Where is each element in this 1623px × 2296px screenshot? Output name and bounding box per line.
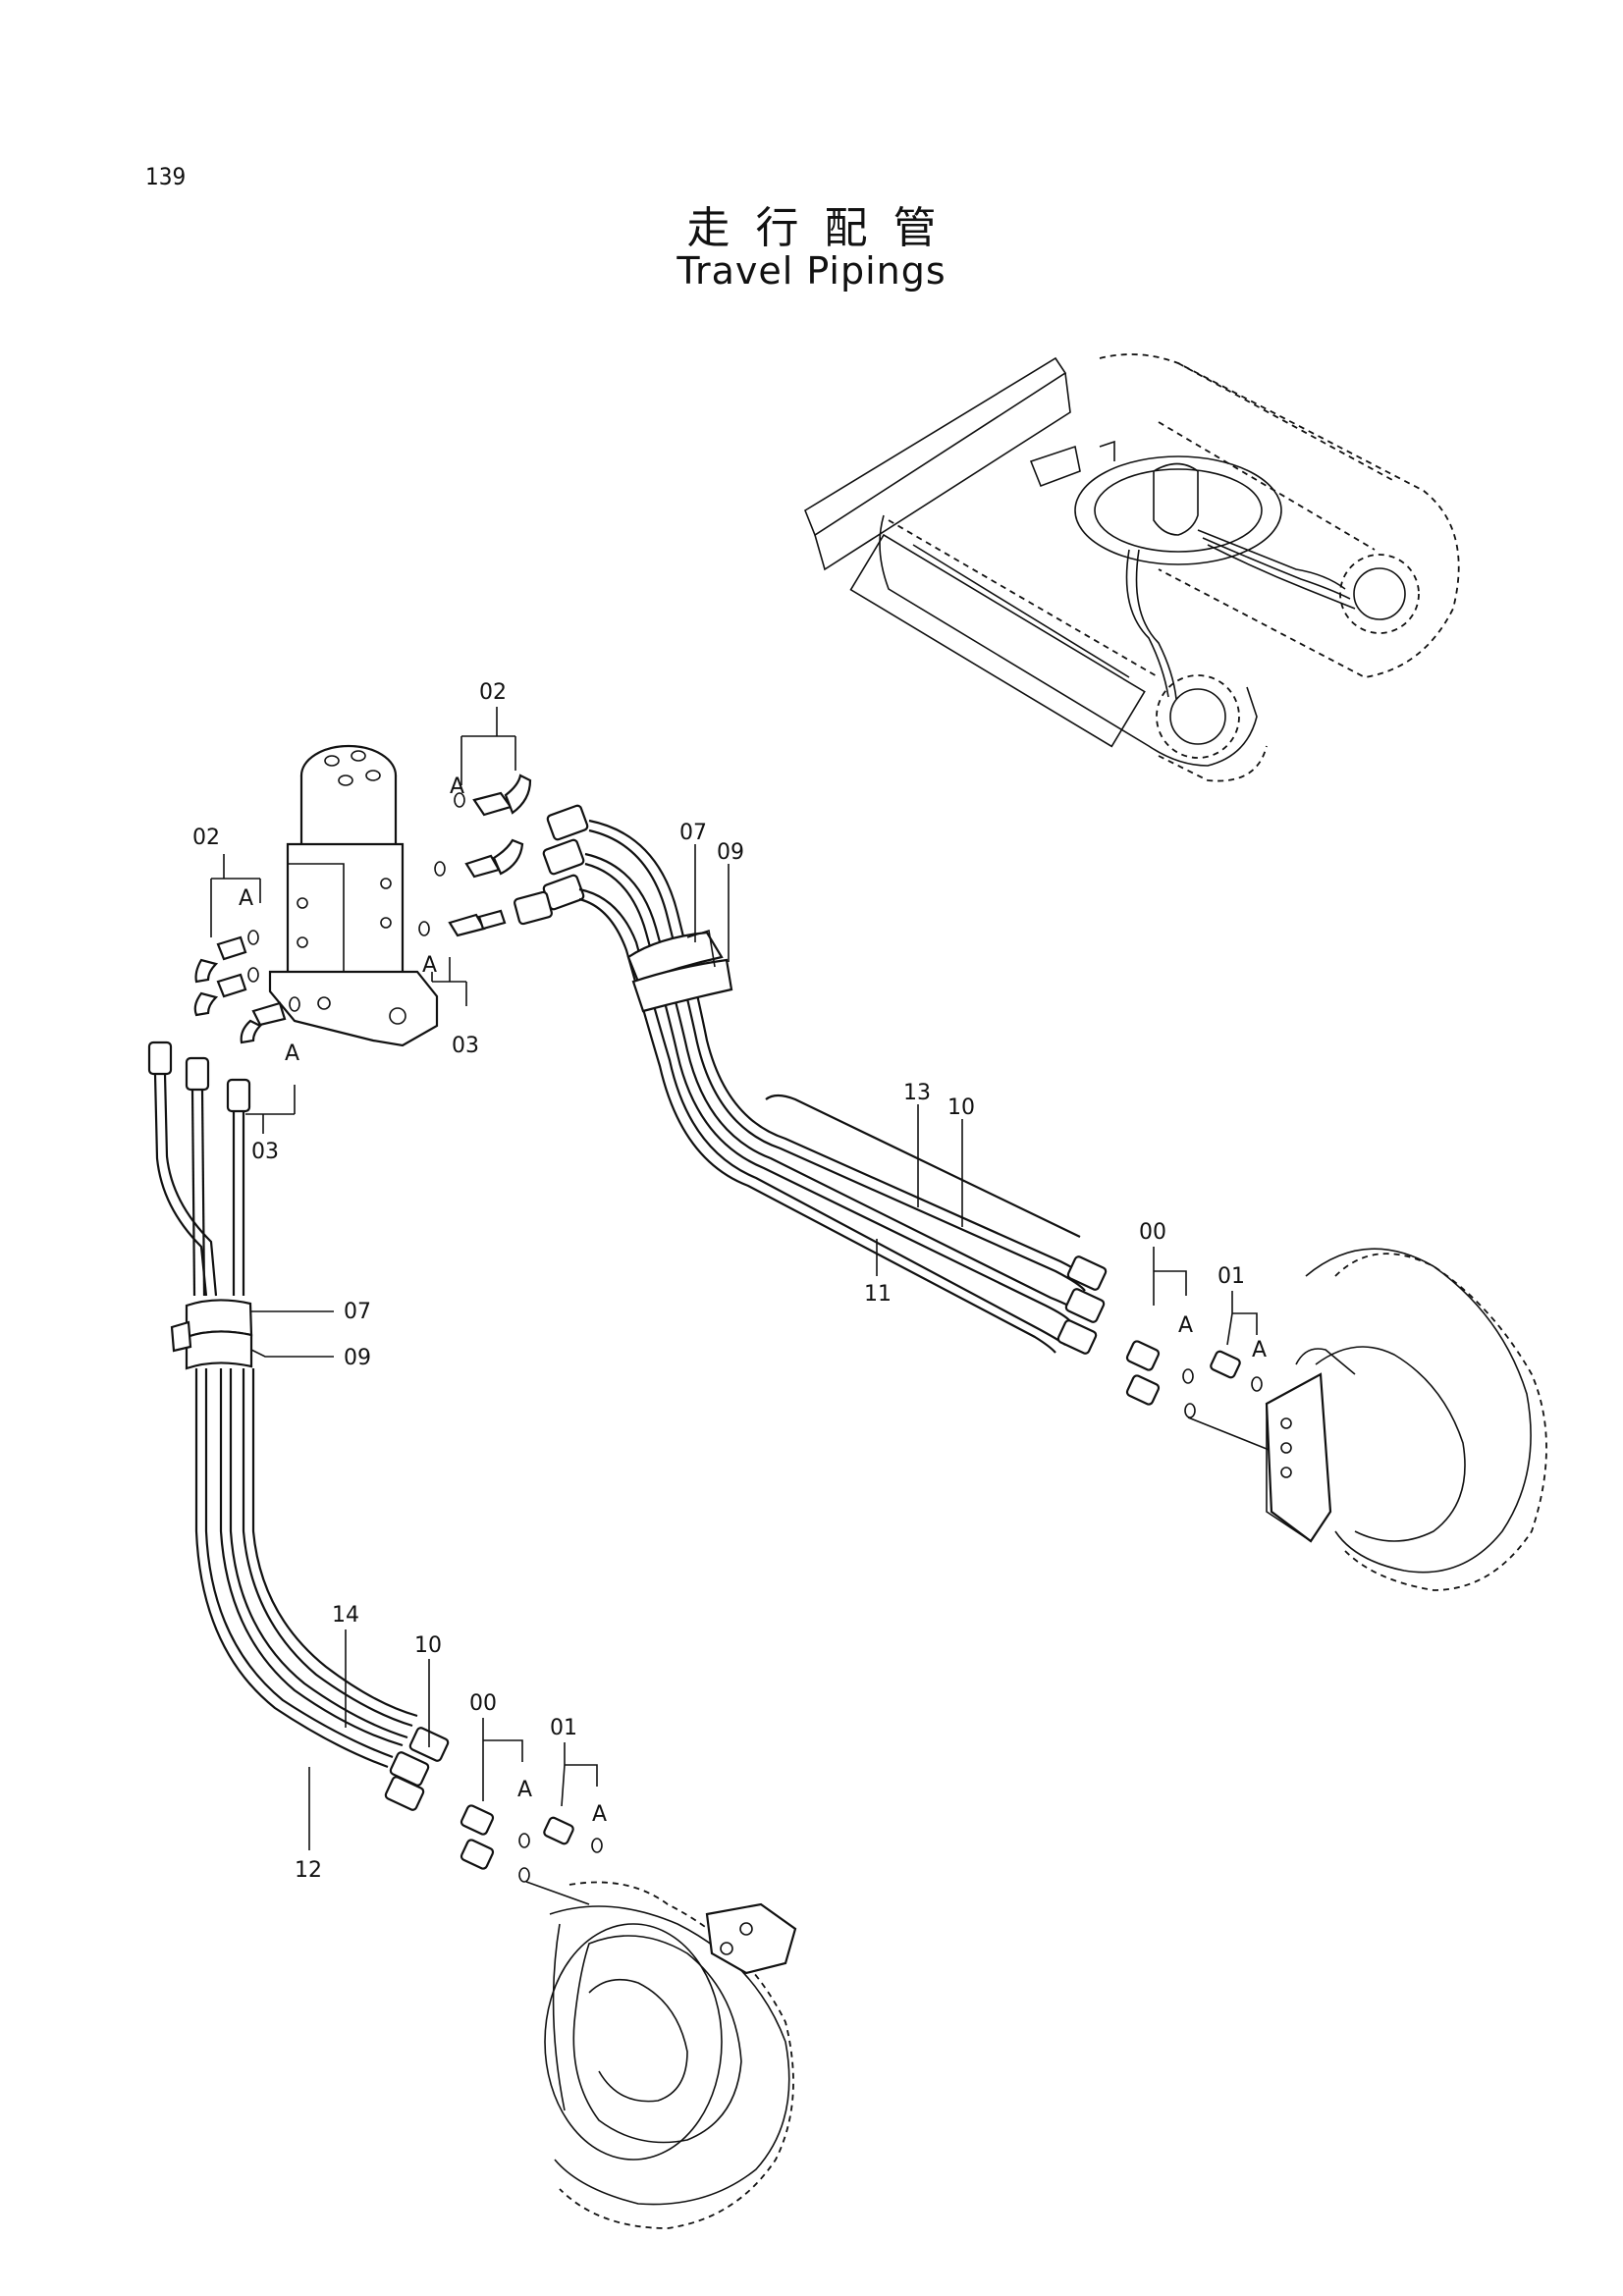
undercarriage-overview: [804, 353, 1460, 782]
center-joint-left-fittings: [147, 930, 300, 1113]
callout-00-bottom: 00: [469, 1691, 497, 1716]
oring-label: A: [517, 1778, 532, 1802]
left-travel-motor: [544, 1881, 797, 2229]
callout-labels: 02 02 03 03 07 09 07 09 13 10 11 00 01 1…: [192, 680, 1245, 1883]
callout-10-right: 10: [947, 1095, 975, 1120]
callout-00-right: 00: [1139, 1220, 1166, 1245]
oring-label: A: [592, 1802, 607, 1827]
right-motor-fittings: [1056, 1255, 1277, 1454]
callout-10-bottom: 10: [414, 1633, 442, 1658]
callout-02-left: 02: [192, 826, 220, 850]
left-motor-fittings: [384, 1727, 603, 1905]
left-hose-bundle: [153, 1073, 418, 1769]
oring-label: A: [1252, 1338, 1267, 1362]
right-hose-bundle: [578, 819, 1096, 1354]
callout-14: 14: [332, 1603, 359, 1628]
oring-label: A: [285, 1041, 299, 1066]
callout-13: 13: [903, 1081, 931, 1105]
center-joint-right-fittings: [418, 774, 589, 937]
callout-leaders: [210, 707, 1258, 1850]
callout-01-bottom: 01: [550, 1716, 577, 1740]
callout-03-mid: 03: [452, 1034, 479, 1058]
oring-label: A: [239, 886, 253, 911]
oring-label: A: [450, 774, 464, 799]
oring-label: A: [1178, 1313, 1193, 1338]
center-joint: [268, 744, 439, 1047]
title-english: Travel Pipings: [676, 249, 947, 293]
oring-markers: A A A A A A A A: [239, 774, 1267, 1827]
callout-07-top: 07: [679, 821, 707, 845]
callout-07-left: 07: [344, 1300, 371, 1324]
callout-12: 12: [295, 1858, 322, 1883]
callout-02-top: 02: [479, 680, 507, 705]
callout-01-right: 01: [1217, 1264, 1245, 1289]
callout-09-top: 09: [717, 840, 744, 865]
callout-09-left: 09: [344, 1346, 371, 1370]
callout-03-left: 03: [251, 1140, 279, 1164]
title-japanese: 走行配管: [686, 203, 962, 253]
callout-11: 11: [864, 1282, 892, 1307]
page-number: 139: [145, 163, 187, 190]
oring-label: A: [422, 953, 437, 978]
right-travel-motor: [1265, 1248, 1547, 1591]
